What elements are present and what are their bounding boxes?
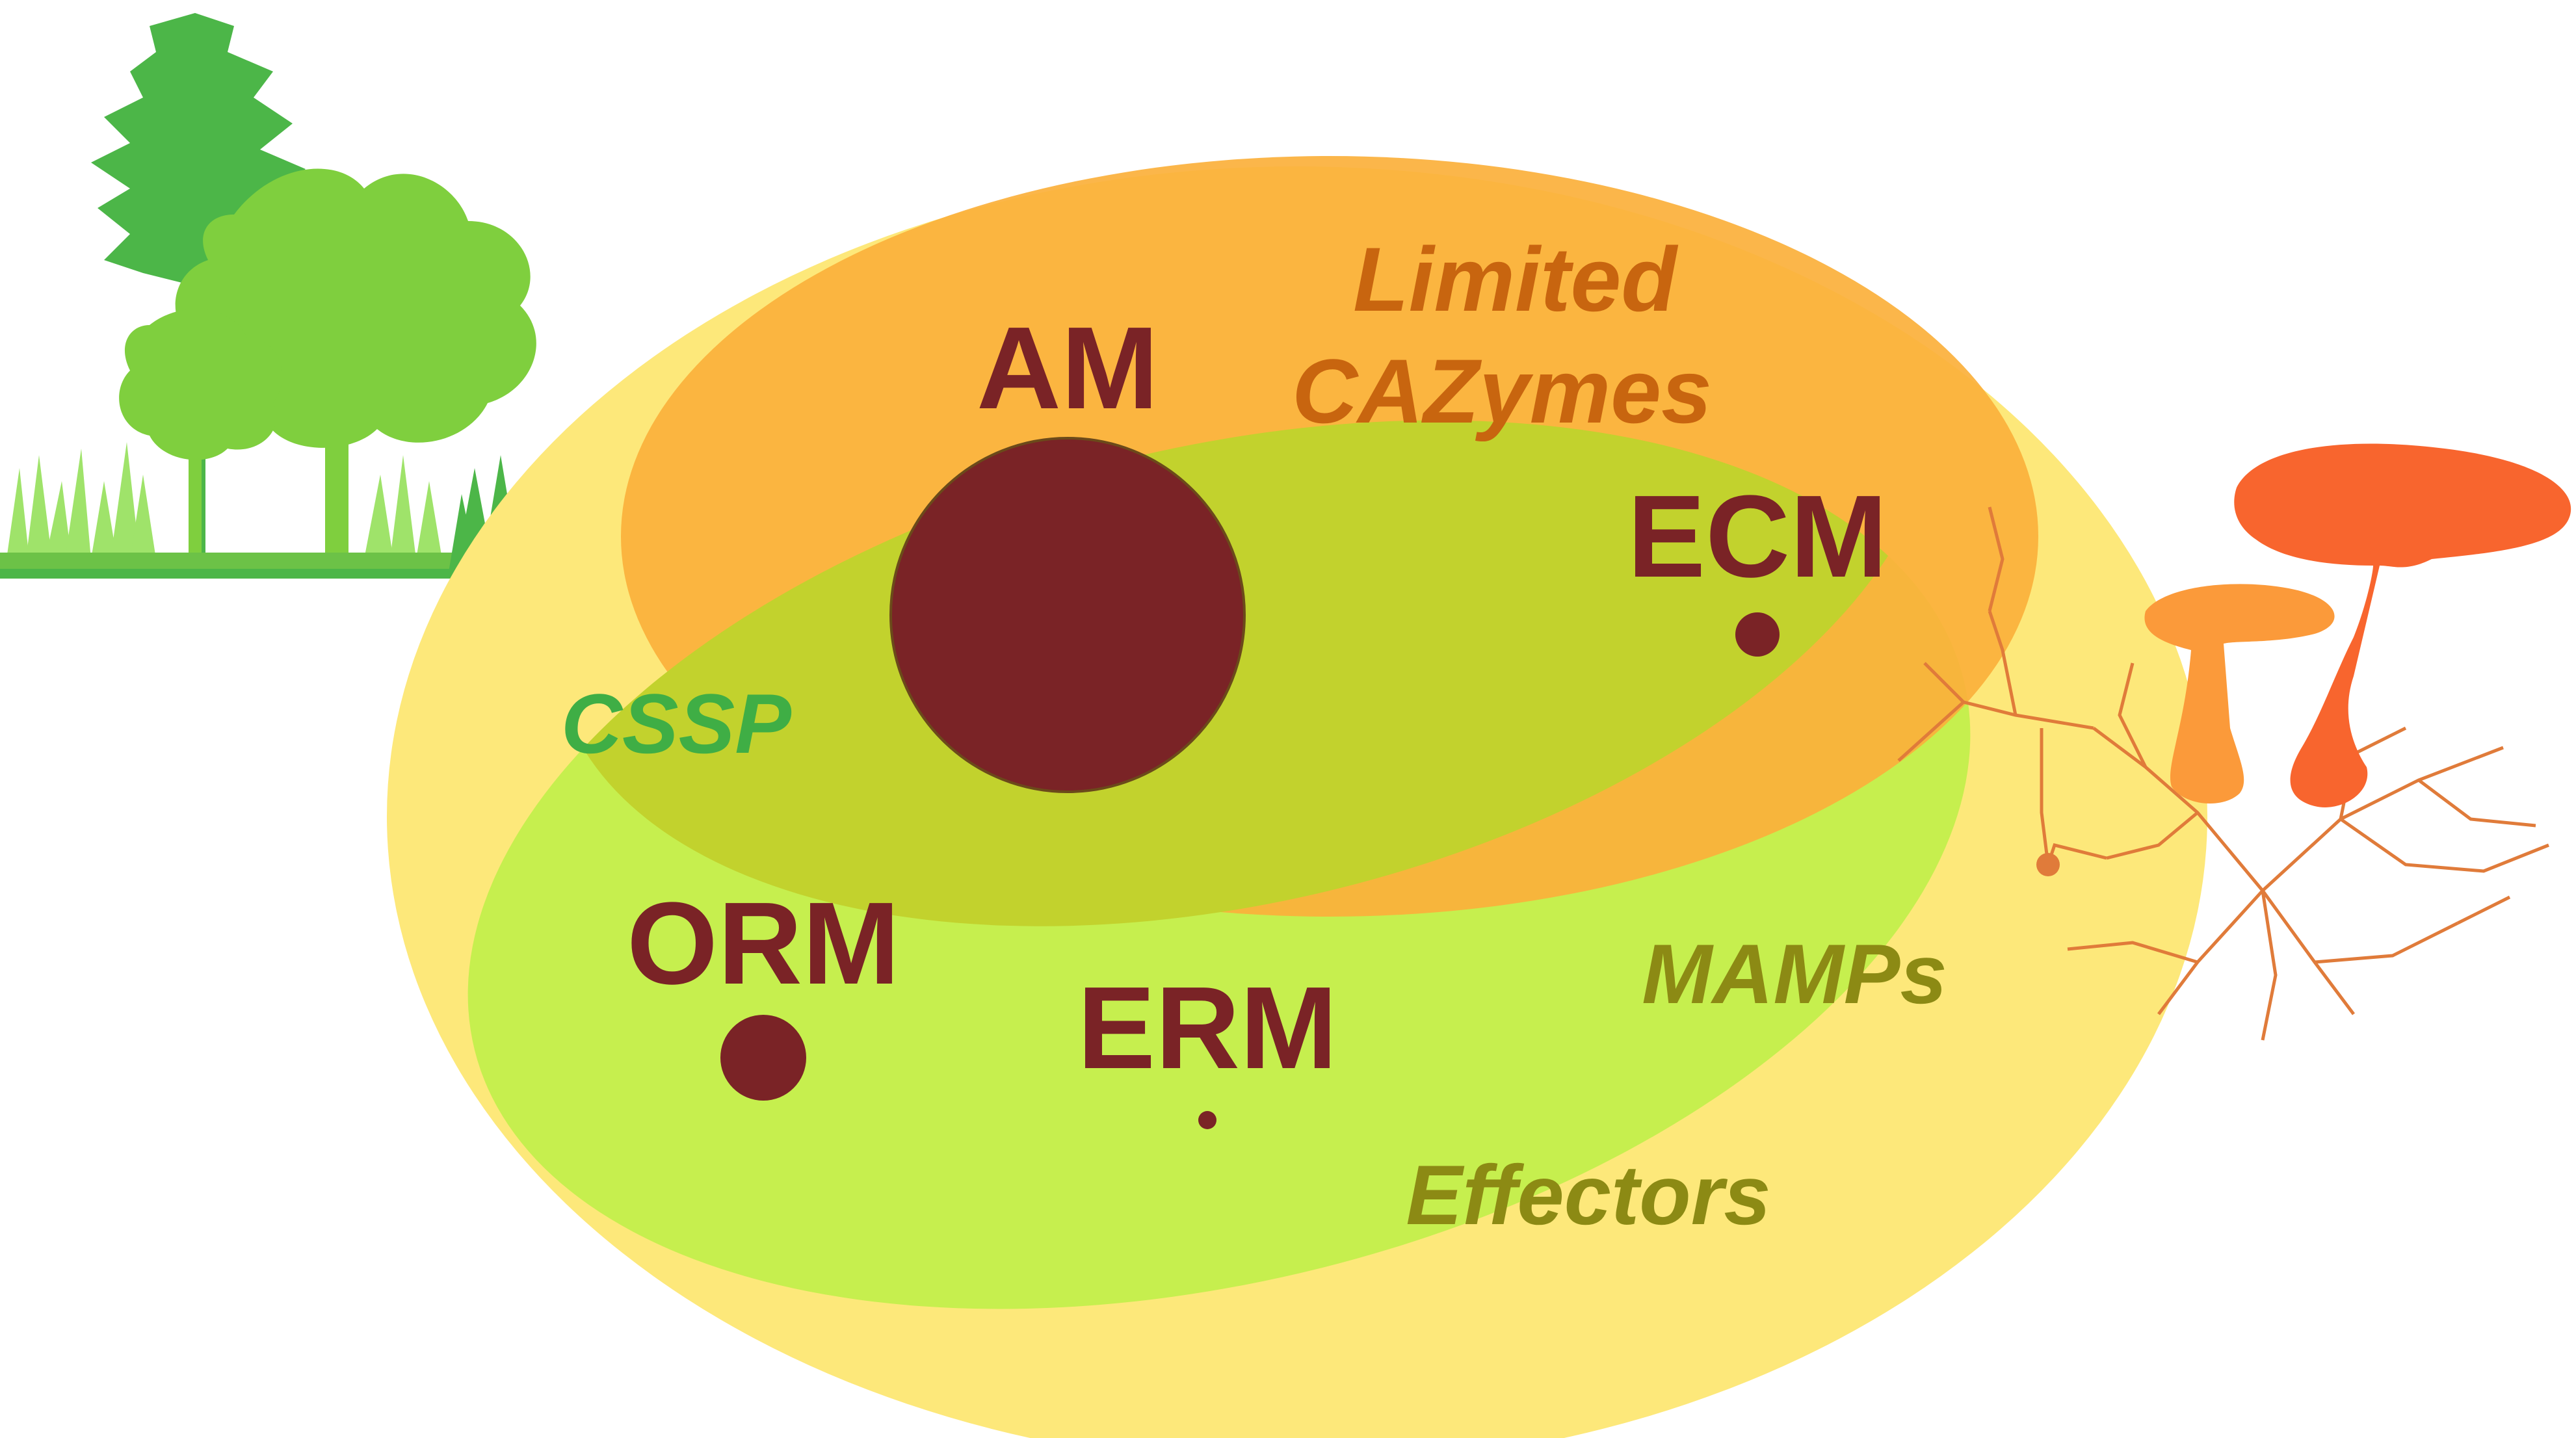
- effectors-label: Effectors: [1406, 1147, 1770, 1242]
- ecm-label: ECM: [1627, 471, 1887, 602]
- cazymes-label: CAZymes: [1292, 340, 1712, 442]
- orm-label: ORM: [627, 878, 900, 1009]
- mushroom-icon: [2144, 443, 2571, 807]
- am-label: AM: [977, 303, 1159, 434]
- mycelium-icon: [1897, 506, 2549, 1041]
- limited-label: Limited: [1353, 228, 1678, 330]
- orm-marker: [720, 1015, 806, 1101]
- cssp-label: CSSP: [561, 676, 791, 771]
- venn-groups: [387, 156, 2207, 1438]
- mamps-label: MAMPs: [1642, 926, 1947, 1021]
- forest-icon: [0, 13, 536, 579]
- overlap-region: [467, 420, 1971, 1060]
- ecm-marker: [1735, 612, 1780, 657]
- erm-label: ERM: [1077, 963, 1337, 1093]
- am-marker: [889, 437, 1246, 793]
- markers: [720, 437, 1780, 1129]
- erm-marker: [1198, 1111, 1216, 1129]
